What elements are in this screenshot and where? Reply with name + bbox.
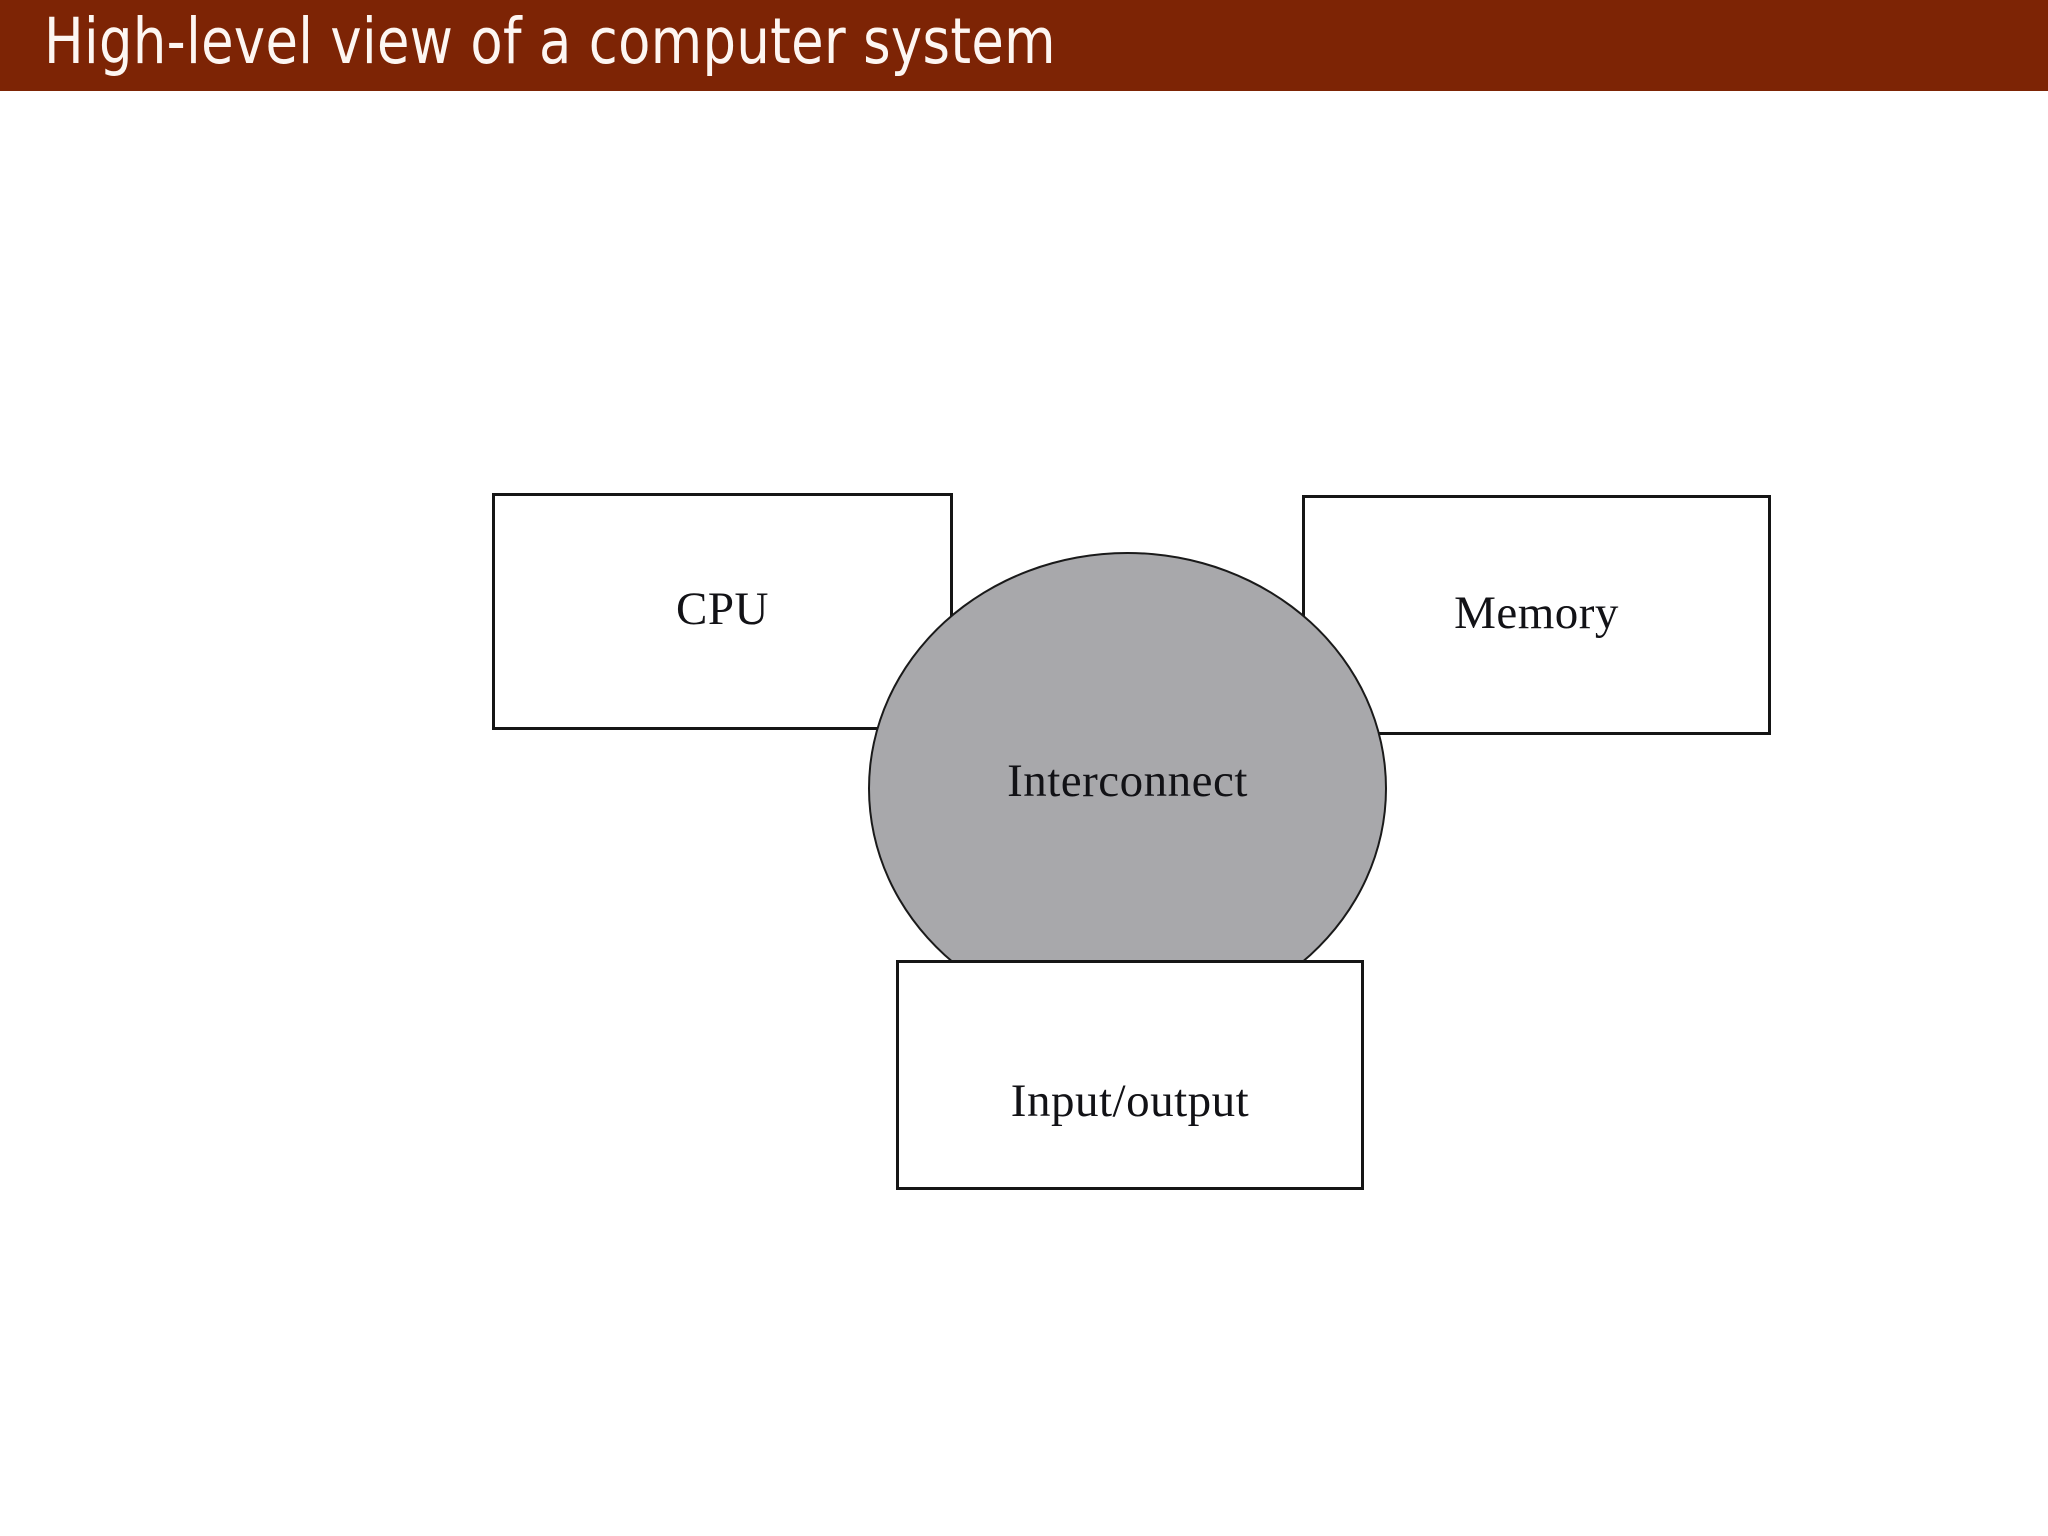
computer-system-diagram: CPU Memory Interconnect Input/output (0, 91, 2048, 1536)
diagram-node-input-output-label: Input/output (1010, 1075, 1250, 1127)
slide-title-bar: High-level view of a computer system (0, 0, 2048, 91)
diagram-node-interconnect[interactable]: Interconnect (868, 552, 1387, 1025)
diagram-node-interconnect-label: Interconnect (1007, 755, 1248, 807)
diagram-node-cpu[interactable]: CPU (492, 493, 953, 730)
diagram-node-input-output[interactable]: Input/output (896, 960, 1364, 1190)
page-title: High-level view of a computer system (44, 5, 1056, 78)
diagram-node-cpu-label: CPU (676, 583, 769, 635)
diagram-node-memory[interactable]: Memory (1302, 495, 1771, 735)
diagram-node-memory-label: Memory (1454, 587, 1619, 639)
